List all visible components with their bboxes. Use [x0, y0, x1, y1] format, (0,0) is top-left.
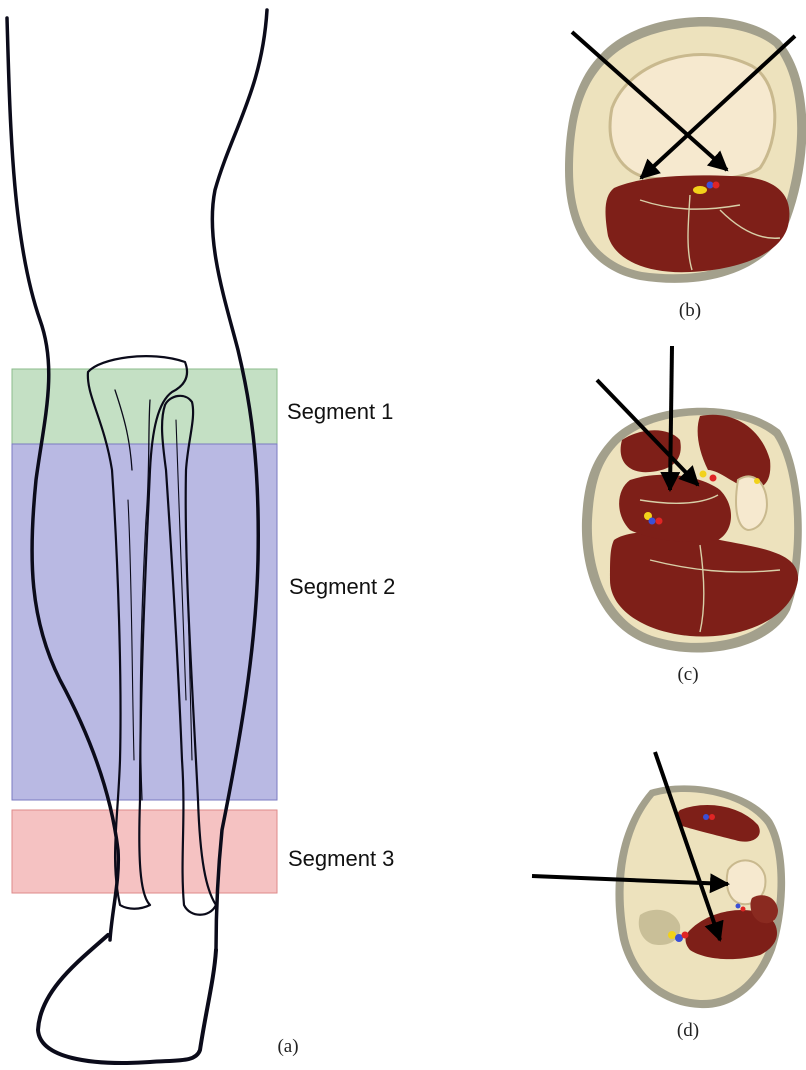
caption-c: (c)	[677, 664, 698, 685]
artery-d-2	[709, 814, 715, 820]
artery-d-1	[682, 932, 689, 939]
segment-1-label: Segment 1	[287, 399, 393, 424]
vein-d-3	[736, 904, 741, 909]
vein-b	[707, 182, 714, 189]
nerve-c-2	[700, 471, 707, 478]
panel-c-cross-section: (c)	[582, 346, 802, 685]
vein-d-2	[703, 814, 709, 820]
caption-d: (d)	[677, 1020, 699, 1041]
nerve-b	[693, 186, 707, 194]
segment-2-label: Segment 2	[289, 574, 395, 599]
segment-1-region	[12, 369, 277, 444]
panel-d-cross-section: (d)	[532, 752, 785, 1041]
foot-outline	[38, 935, 216, 1063]
artery-c-1	[656, 518, 663, 525]
arrow-c-2	[670, 346, 672, 490]
segment-3-region	[12, 810, 277, 893]
panel-b-cross-section: (b)	[565, 17, 806, 321]
segment-3-label: Segment 3	[288, 846, 394, 871]
bone-c	[736, 476, 767, 530]
caption-a: (a)	[277, 1036, 298, 1057]
artery-b	[713, 182, 720, 189]
panel-a-leg-diagram: (a)	[7, 10, 299, 1063]
nerve-c-3	[754, 478, 760, 484]
nerve-d-1	[668, 931, 676, 939]
caption-b: (b)	[679, 300, 701, 321]
artery-d-3	[741, 907, 746, 912]
artery-c-2	[710, 475, 717, 482]
vein-c-1	[649, 518, 656, 525]
